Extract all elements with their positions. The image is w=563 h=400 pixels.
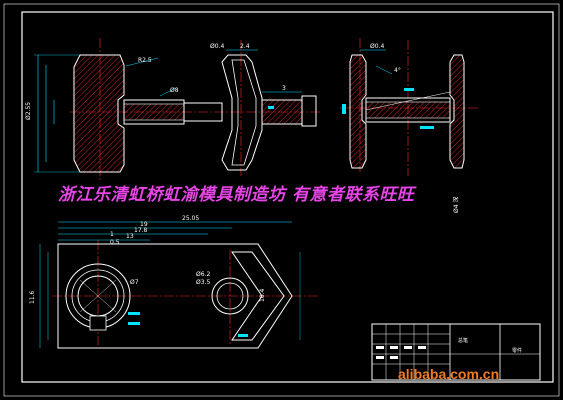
dim-bottom-total: 25.05 bbox=[182, 215, 199, 222]
dim-top-left-radius: R2.5 bbox=[138, 57, 152, 64]
dim-bottom-19: 19 bbox=[140, 221, 148, 228]
dim-bottom-phi62: Ø6.2 bbox=[196, 271, 210, 278]
dim-bottom-1: 1 bbox=[110, 231, 114, 238]
inner-frame bbox=[21, 11, 554, 383]
banner-text: 浙江乐清虹桥虹渝模具制造坊 有意者联系旺旺 bbox=[58, 185, 415, 205]
dim-bottom-17: 17.8 bbox=[134, 227, 148, 234]
dim-top-left-1: Ø8 bbox=[170, 87, 179, 94]
dim-right-phi: Ø0.4 bbox=[370, 43, 384, 50]
dim-top-left-phi: Ø2.55 bbox=[25, 102, 32, 120]
dim-bottom-13: 13 bbox=[126, 233, 134, 240]
dim-mid-width: 2.4 bbox=[240, 43, 250, 50]
dim-bottom-phi7: Ø7 bbox=[130, 279, 139, 286]
dim-bottom-height: 10.4 bbox=[259, 288, 266, 302]
title-block-name: 总笔 bbox=[458, 337, 468, 344]
dim-bottom-phi35: Ø3.5 bbox=[196, 279, 210, 286]
shaft-view bbox=[34, 38, 320, 180]
dim-mid-phi: Ø0.4 bbox=[210, 43, 224, 50]
side-note: Ø4 深 bbox=[452, 197, 460, 213]
dim-mid-right: 3 bbox=[282, 85, 286, 92]
watermark: alibaba.com.cn bbox=[398, 366, 500, 382]
title-block-part: 零件 bbox=[512, 347, 522, 354]
plan-view bbox=[39, 221, 320, 349]
dim-bottom-left-h: 11.6 bbox=[29, 290, 36, 304]
dim-right-angle: 4° bbox=[394, 67, 401, 74]
dim-bottom-05: 0.5 bbox=[110, 239, 120, 246]
outer-frame bbox=[3, 3, 560, 397]
spool-view bbox=[340, 38, 480, 176]
title-block bbox=[371, 323, 541, 381]
